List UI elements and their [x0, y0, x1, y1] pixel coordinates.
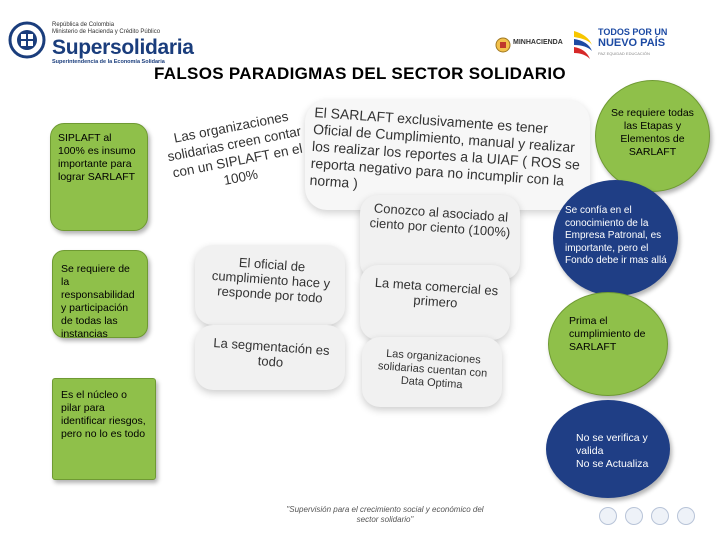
minhacienda-emblem-icon: [495, 37, 511, 53]
right-circle-empresa: Se confía en el conocimiento de la Empre…: [553, 180, 678, 296]
paradigm-meta-text: La meta comercial es primero: [374, 274, 499, 311]
todos-por-un-nuevo-pais-logo: TODOS POR UN NUEVO PAÍS PAZ EQUIDAD EDUC…: [570, 27, 715, 63]
logo-brand-name: Supersolidaria: [52, 36, 194, 59]
paradigm-segmentacion-text: La segmentación es todo: [212, 334, 331, 370]
todos-line-2: NUEVO PAÍS: [598, 37, 666, 49]
footer-logo-4-icon: [677, 507, 695, 525]
right-circle-verifica: No se verifica y valida No se Actualiza: [546, 400, 670, 498]
footer-logo-2-icon: [625, 507, 643, 525]
minhacienda-logo: MINHACIENDA: [495, 35, 565, 55]
footer-slogan: "Supervisión para el crecimiento social …: [286, 505, 484, 524]
left-box-siplaft: SIPLAFT al 100% es insumo importante par…: [50, 123, 148, 231]
supersolidaria-emblem-icon: [8, 21, 46, 59]
footer-logos: [595, 505, 715, 533]
right-circle-etapas: Se requiere todas las Etapas y Elementos…: [595, 80, 710, 192]
paradigm-meta-box: La meta comercial es primero: [360, 265, 510, 340]
paradigm-oficial-text: El oficial de cumplimiento hace y respon…: [211, 254, 331, 306]
todos-line-3: PAZ EQUIDAD EDUCACIÓN: [598, 51, 650, 56]
logo-ministry-text: Ministerio de Hacienda y Crédito Público: [52, 29, 161, 35]
left-box-responsabilidad: Se requiere de la responsabilidad y part…: [52, 250, 148, 340]
logo-brand-subtitle: Superintendencia de la Economía Solidari…: [52, 59, 165, 65]
paradigm-sarlaft-text: El SARLAFT exclusivamente es tener Ofici…: [309, 104, 581, 192]
paradigm-data-box: Las organizaciones solidarias cuentan co…: [362, 337, 502, 407]
paradigm-asociado-text: Conozco al asociado al ciento por ciento…: [369, 200, 511, 240]
todos-line-1: TODOS POR UN: [598, 27, 668, 37]
paradigm-data-text: Las organizaciones solidarias cuentan co…: [377, 347, 488, 392]
supersolidaria-logo: República de Colombia Ministerio de Haci…: [8, 18, 194, 66]
paradigm-segmentacion-box: La segmentación es todo: [195, 325, 345, 390]
right-circle-cumplimiento: Prima el cumplimiento de SARLAFT: [548, 292, 668, 396]
verifica-line-2: No se Actualiza: [576, 458, 649, 470]
left-box-nucleo: Es el núcleo o pilar para identificar ri…: [52, 378, 156, 480]
government-logos: MINHACIENDA TODOS POR UN NUEVO PAÍS PAZ …: [495, 25, 715, 65]
footer-logo-1-icon: [599, 507, 617, 525]
paradigm-siplaft-text: Las organizaciones solidarias creen cont…: [166, 108, 304, 188]
logo-country-text: República de Colombia: [52, 22, 115, 28]
paradigm-oficial-box: El oficial de cumplimiento hace y respon…: [195, 245, 345, 325]
paradigm-sarlaft-box: El SARLAFT exclusivamente es tener Ofici…: [305, 100, 590, 210]
colombia-flag-swoosh-icon: [574, 31, 592, 59]
verifica-line-1: No se verifica y valida: [576, 432, 648, 457]
page-title: FALSOS PARADIGMAS DEL SECTOR SOLIDARIO: [154, 64, 566, 83]
footer-logo-3-icon: [651, 507, 669, 525]
minhacienda-label: MINHACIENDA: [513, 39, 563, 46]
